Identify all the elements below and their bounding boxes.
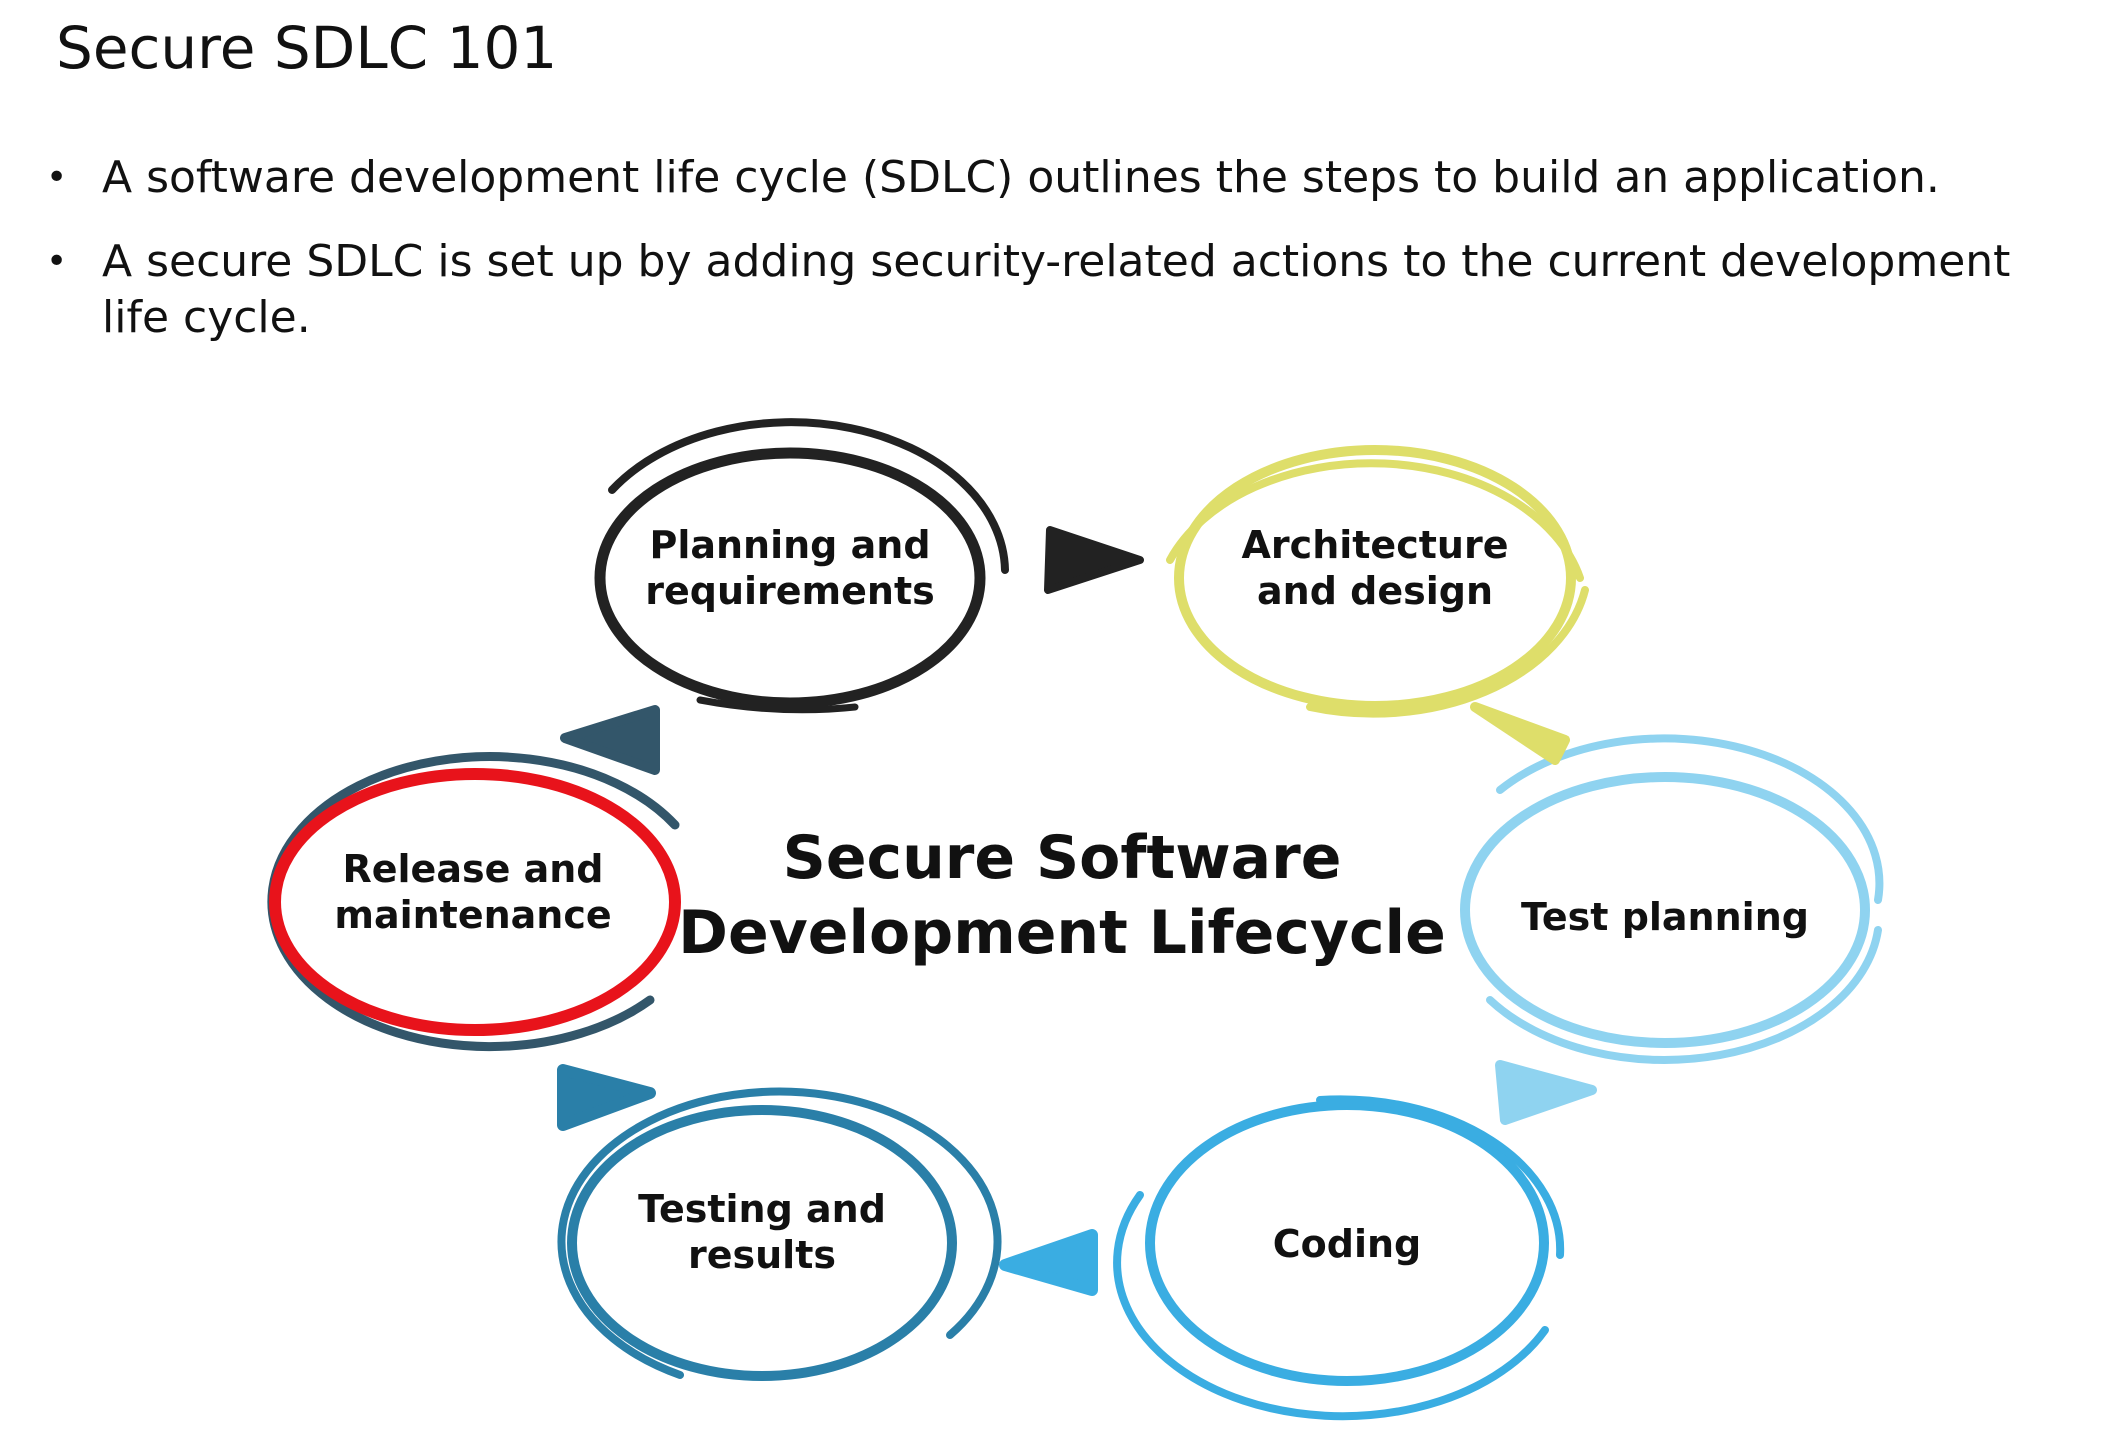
stage-label: requirements	[645, 569, 935, 613]
stage-ring-inner	[1145, 1100, 1549, 1386]
stage-label: and design	[1257, 569, 1493, 613]
stage-label: Coding	[1273, 1222, 1421, 1266]
bullet-text: A software development life cycle (SDLC)…	[102, 152, 1940, 203]
stage-ring-outer-tail	[1306, 586, 1589, 718]
slide-title: Secure SDLC 101	[56, 14, 558, 82]
flow-arrow-icon	[1495, 1060, 1597, 1125]
bullet-text-continued: life cycle.	[102, 292, 311, 343]
stage-ring-outer-tail	[696, 696, 859, 714]
stage-test-planning: Test planning	[1460, 734, 1884, 1064]
flow-arrow-icon	[557, 1064, 656, 1131]
stage-highlight-ring	[269, 768, 681, 1036]
stage-ring-outer-tail	[1486, 926, 1882, 1064]
flow-arrow-icon	[560, 705, 660, 775]
stage-ring-outer	[1166, 459, 1584, 582]
stage-label: maintenance	[334, 893, 611, 937]
stage-release-maintenance: Release and maintenance	[267, 752, 681, 1052]
flow-arrow-icon	[1470, 702, 1570, 765]
diagram-center-title: Secure Software	[783, 823, 1342, 893]
stage-label: Architecture	[1242, 523, 1509, 567]
stage-label: Release and	[343, 847, 604, 891]
stage-ring-outer-tail	[1316, 1095, 1565, 1259]
stage-ring-outer	[557, 1087, 1002, 1379]
diagram-center-title: Development Lifecycle	[678, 898, 1446, 968]
flow-arrow-icon	[999, 1229, 1098, 1296]
stage-planning-requirements: Planning and requirements	[594, 418, 1009, 714]
stage-testing-results: Testing and results	[557, 1087, 1002, 1381]
stage-label: results	[688, 1233, 836, 1277]
bullet-dot-icon: •	[46, 157, 68, 198]
bullet-dot-icon: •	[46, 241, 68, 282]
stage-ring-outer	[1496, 734, 1884, 904]
stage-ring-outer	[1113, 1191, 1549, 1421]
stage-ring-inner	[594, 447, 986, 709]
bullet-item: • A software development life cycle (SDL…	[40, 150, 2020, 206]
stage-ring-inner	[567, 1105, 957, 1381]
stage-label: Test planning	[1521, 895, 1809, 939]
stage-ring-outer	[608, 418, 1009, 574]
bullet-item: • A secure SDLC is set up by adding secu…	[40, 234, 2020, 346]
flow-arrow-icon	[1044, 526, 1144, 594]
bullet-list: • A software development life cycle (SDL…	[40, 150, 2020, 374]
stage-coding: Coding	[1113, 1095, 1565, 1421]
stage-architecture-design: Architecture and design	[1166, 445, 1589, 718]
stage-ring-inner	[1174, 445, 1576, 711]
stage-label: Planning and	[649, 523, 930, 567]
bullet-text: A secure SDLC is set up by adding securi…	[102, 236, 2011, 287]
stage-ring-inner	[1460, 772, 1870, 1048]
stage-label: Testing and	[638, 1187, 886, 1231]
